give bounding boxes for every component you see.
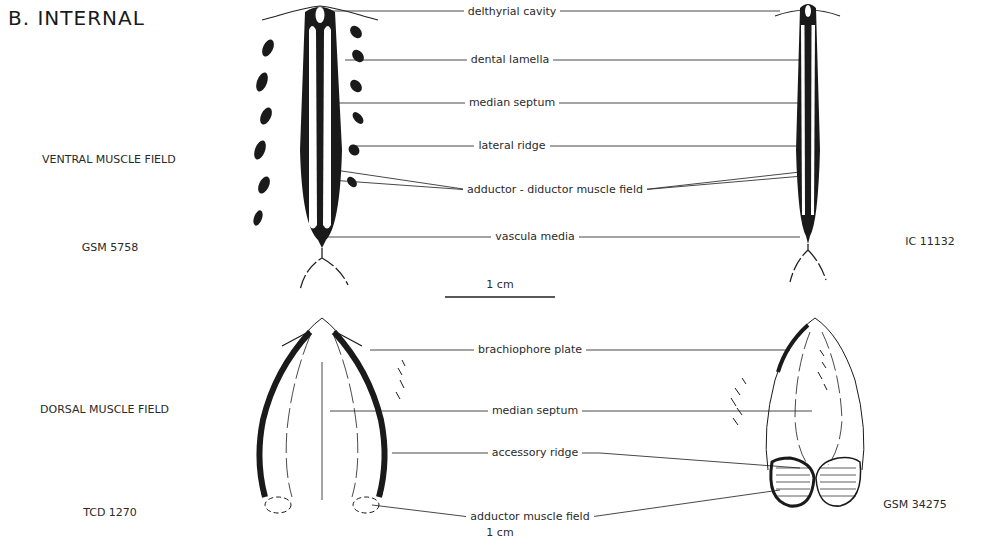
scale-label: 1 cm — [482, 279, 517, 292]
dorsal-valve-left — [258, 318, 405, 513]
figure-title: B. INTERNAL — [8, 6, 145, 30]
hatch-line — [776, 468, 810, 469]
part-name: dental lamella — [467, 54, 553, 67]
hatch-line — [820, 475, 856, 476]
part-name: median septum — [488, 405, 582, 418]
hatch-line — [776, 496, 810, 497]
part-name: brachiophore plate — [474, 344, 586, 357]
hatch-line — [820, 468, 856, 469]
dorsal-valve-right — [731, 318, 864, 506]
scale-label: 1 cm — [482, 527, 517, 540]
specimen-number: GSM 5758 — [78, 242, 143, 255]
part-name: vascula media — [491, 231, 579, 244]
hatch-line — [776, 482, 810, 483]
hatch-line — [820, 496, 856, 497]
section-label: VENTRAL MUSCLE FIELD — [38, 154, 180, 167]
hatch-line — [776, 489, 810, 490]
hatch-line — [820, 482, 856, 483]
part-name: adductor muscle field — [466, 511, 593, 524]
hatch-line — [820, 489, 856, 490]
specimen-number: IC 11132 — [901, 236, 958, 249]
part-name: lateral ridge — [474, 140, 549, 153]
part-name: delthyrial cavity — [464, 6, 561, 19]
part-name: adductor - diductor muscle field — [463, 184, 647, 197]
leader-lines — [302, 11, 818, 517]
part-name: accessory ridge — [488, 447, 583, 460]
section-label: DORSAL MUSCLE FIELD — [36, 404, 173, 417]
hatch-line — [776, 475, 810, 476]
scale-bar — [445, 296, 555, 297]
ventral-valve-left — [252, 6, 378, 290]
ventral-valve-right — [775, 4, 840, 282]
specimen-number: GSM 34275 — [879, 499, 951, 512]
part-name: median septum — [465, 97, 559, 110]
specimen-number: TCD 1270 — [79, 507, 141, 520]
